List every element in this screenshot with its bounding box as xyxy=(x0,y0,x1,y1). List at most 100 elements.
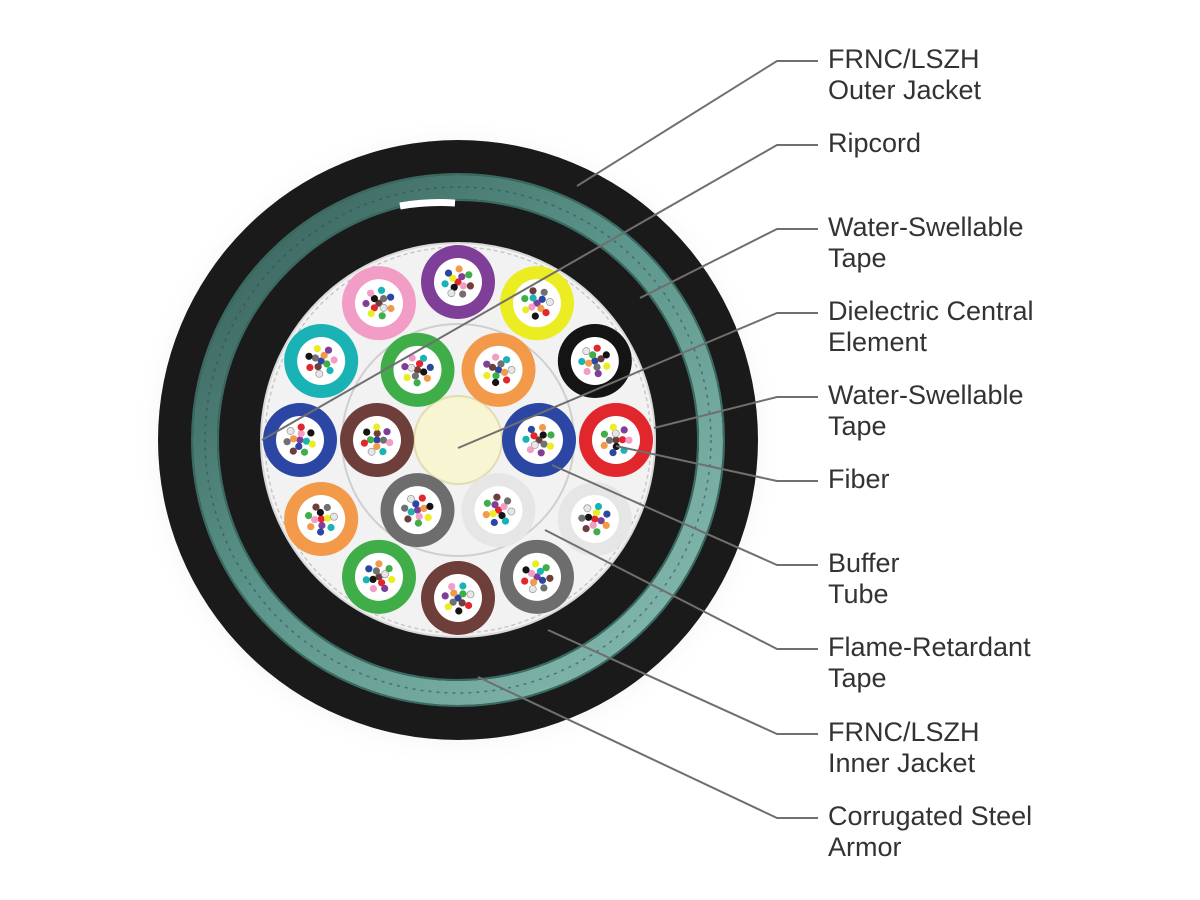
fiber xyxy=(542,564,550,572)
fiber xyxy=(373,423,381,431)
label-ripcord: Ripcord xyxy=(828,128,921,158)
fiber xyxy=(612,436,620,444)
fiber xyxy=(327,523,335,532)
fiber xyxy=(489,510,497,518)
fiber xyxy=(497,360,505,368)
fiber xyxy=(297,430,305,438)
fiber xyxy=(324,514,332,522)
armor-edge-outer xyxy=(191,173,725,707)
fiber xyxy=(602,351,610,359)
fiber xyxy=(415,512,423,521)
fiber xyxy=(413,506,422,514)
fiber xyxy=(375,560,383,568)
buffer-tube xyxy=(284,482,359,556)
fiber xyxy=(533,573,541,581)
fiber xyxy=(311,516,319,524)
label-water-swellable-tape-outer: Water-Swellable xyxy=(828,212,1024,242)
fiber xyxy=(283,438,291,446)
fiber xyxy=(416,360,424,368)
fiber xyxy=(603,510,611,518)
fiber xyxy=(450,589,458,597)
fiber xyxy=(317,528,325,536)
fiber xyxy=(503,376,511,384)
fiber xyxy=(527,425,536,433)
fiber xyxy=(458,599,466,607)
fiber xyxy=(380,295,388,303)
fiber xyxy=(602,521,610,530)
label-water-swellable-tape-inner-line-2: Tape xyxy=(828,411,887,441)
fiber xyxy=(459,282,467,290)
fiber xyxy=(412,500,420,508)
fiber xyxy=(314,363,322,371)
fiber xyxy=(529,287,537,295)
fiber xyxy=(522,306,530,314)
fiber xyxy=(609,449,617,457)
fiber xyxy=(401,363,409,371)
fiber xyxy=(302,437,310,445)
fiber xyxy=(420,368,428,376)
fiber xyxy=(488,363,497,371)
fiber xyxy=(503,356,511,364)
fiber xyxy=(492,353,500,361)
fiber xyxy=(363,428,371,436)
fiber xyxy=(530,432,538,440)
fiber xyxy=(483,499,491,507)
fiber xyxy=(537,449,545,457)
fiber xyxy=(330,512,338,521)
fiber xyxy=(500,503,508,511)
fiber xyxy=(521,577,529,585)
fiber xyxy=(423,374,431,382)
buffer-tube xyxy=(342,266,416,341)
fiber xyxy=(455,607,463,615)
buffer-tube xyxy=(500,539,574,614)
buffer-tube xyxy=(500,266,574,341)
fiber xyxy=(530,441,539,449)
fiber xyxy=(362,576,370,584)
fiber xyxy=(316,508,324,517)
fiber xyxy=(305,511,313,520)
armor-corrugation xyxy=(204,186,712,694)
fiber xyxy=(528,585,537,593)
fiber xyxy=(369,575,377,584)
fiber xyxy=(379,436,388,444)
fiber xyxy=(546,574,554,582)
fiber xyxy=(385,565,393,573)
buffer-tube xyxy=(380,473,455,548)
fiber xyxy=(454,278,462,286)
fiber xyxy=(420,504,428,512)
fiber xyxy=(296,436,304,444)
fiber xyxy=(542,309,550,317)
buffer-tube xyxy=(421,245,495,319)
fiber xyxy=(603,362,611,370)
fiber xyxy=(407,494,415,503)
fiber xyxy=(326,366,334,375)
label-dielectric-central-element: Dielectric Central xyxy=(828,296,1034,326)
fiber xyxy=(459,590,467,598)
fiber xyxy=(494,366,503,374)
fiber xyxy=(594,502,603,511)
fiber xyxy=(372,567,380,575)
fiber xyxy=(317,515,325,523)
fiber xyxy=(585,359,593,367)
fiber xyxy=(407,508,415,516)
label-buffer-tube: Buffer xyxy=(828,548,900,578)
fiber xyxy=(286,427,295,435)
fiber xyxy=(290,435,298,443)
fiber xyxy=(459,290,467,298)
fiber xyxy=(379,448,387,456)
fiber xyxy=(466,590,475,599)
fiber xyxy=(540,288,548,296)
fiber xyxy=(444,603,452,611)
buffer-tube xyxy=(340,403,414,477)
leader-line-outer-jacket xyxy=(576,60,818,187)
fiber xyxy=(483,371,491,380)
fiber xyxy=(323,503,331,512)
fiber xyxy=(444,269,453,277)
fiber xyxy=(591,357,599,365)
buffer-tube xyxy=(579,403,653,477)
fiber xyxy=(449,274,457,282)
fiber xyxy=(404,515,412,523)
fiber xyxy=(375,299,383,307)
fiber xyxy=(308,440,316,448)
leader-line-water-swellable-tape-inner xyxy=(653,396,818,429)
